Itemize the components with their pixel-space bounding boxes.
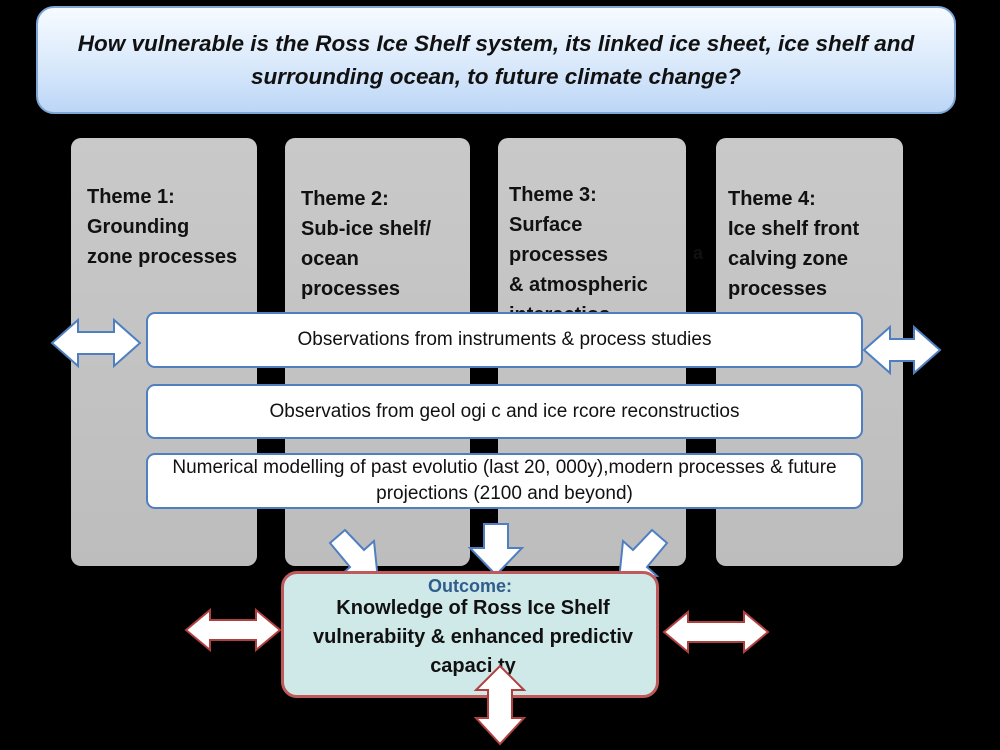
- instruments-observations-text: Observations from instruments & process …: [297, 329, 712, 350]
- theme-1-title: Theme 1: Grounding zone processes: [87, 186, 238, 268]
- right-double-arrow: [862, 324, 942, 376]
- bottom-red-vertical-arrow: [473, 664, 527, 746]
- left-red-double-arrow: [184, 607, 282, 653]
- theme-2-title: Theme 2: Sub-ice shelf/ ocean processes: [301, 188, 432, 300]
- left-diagonal-arrow: [328, 528, 380, 582]
- center-down-arrow: [467, 523, 525, 577]
- outcome-label: Outcome:: [427, 576, 512, 596]
- left-double-arrow: [50, 317, 142, 369]
- research-question-banner: How vulnerable is the Ross Ice Shelf sys…: [36, 6, 956, 114]
- instruments-observations-bar: Observations from instruments & process …: [146, 312, 863, 368]
- bottom-vertical-arrow-svg: [473, 664, 527, 746]
- geologic-reconstructions-text: Observatios from geol ogi c and ice rcor…: [269, 400, 740, 422]
- right-red-double-arrow: [662, 609, 770, 655]
- outcome-box: Outcome: Knowledge of Ross Ice Shelf vul…: [281, 571, 659, 698]
- numerical-modelling-text: Numerical modelling of past evolutio (la…: [172, 457, 837, 504]
- numerical-modelling-bar: Numerical modelling of past evolutio (la…: [146, 453, 863, 509]
- theme-3-title: Theme 3: Surface processes & atmospheric…: [509, 184, 648, 326]
- right-diagonal-arrow: [617, 528, 669, 582]
- theme-4-title: Theme 4: Ice shelf front calving zone pr…: [728, 188, 860, 300]
- geologic-reconstructions-bar: Observatios from geol ogi c and ice rcor…: [146, 384, 863, 439]
- research-question-text: How vulnerable is the Ross Ice Shelf sys…: [77, 31, 915, 89]
- stray-letter: a: [693, 243, 704, 263]
